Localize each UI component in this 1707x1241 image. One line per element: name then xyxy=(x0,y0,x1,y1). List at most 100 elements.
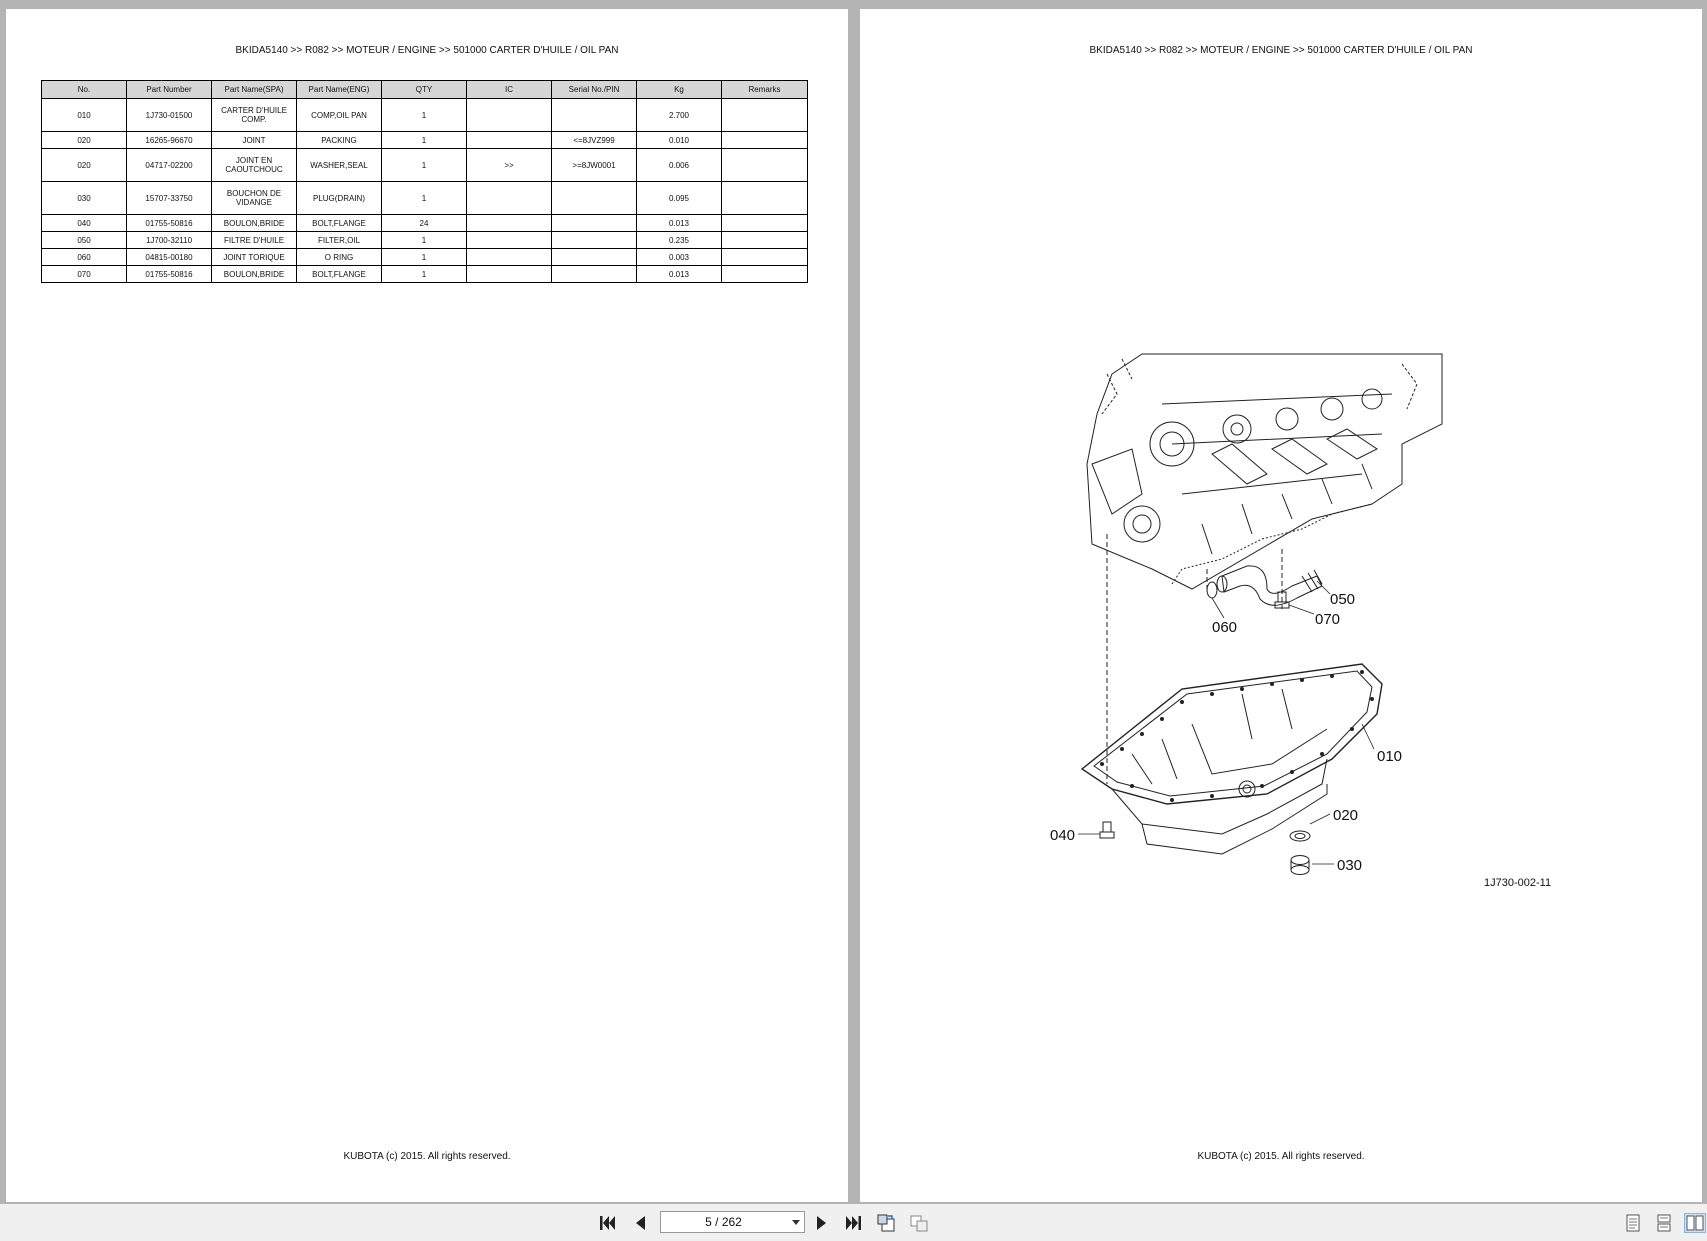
table-row: 020 04717-02200 JOINT EN CAOUTCHOUC WASH… xyxy=(41,148,808,182)
table-cell: BOULON,BRIDE xyxy=(211,265,297,283)
table-cell: 1 xyxy=(381,265,467,283)
drain-plug-part xyxy=(1290,855,1310,875)
table-cell xyxy=(721,248,808,266)
table-cell: PACKING xyxy=(296,131,382,149)
column-header: Remarks xyxy=(721,80,808,99)
callout-070: 070 xyxy=(1315,611,1340,628)
table-cell: 030 xyxy=(41,181,127,215)
bolt-040-part xyxy=(1099,821,1115,839)
table-cell: 01755-50816 xyxy=(126,214,212,232)
table-row: 040 01755-50816 BOULON,BRIDE BOLT,FLANGE… xyxy=(41,214,808,232)
copyright-footer: KUBOTA (c) 2015. All rights reserved. xyxy=(343,1151,511,1162)
table-cell: 020 xyxy=(41,131,127,149)
table-cell: 0.013 xyxy=(636,265,722,283)
table-cell xyxy=(551,265,637,283)
table-cell xyxy=(466,214,552,232)
column-header: Serial No./PIN xyxy=(551,80,637,99)
column-header: QTY xyxy=(381,80,467,99)
table-cell xyxy=(466,231,552,249)
figure-code: 1J730-002-11 xyxy=(1484,877,1551,889)
next-page-icon xyxy=(817,1216,826,1230)
table-cell: BOLT,FLANGE xyxy=(296,265,382,283)
last-page-button[interactable] xyxy=(842,1213,864,1233)
compare-icon xyxy=(910,1215,928,1232)
table-cell: >> xyxy=(466,148,552,182)
table-row: 060 04815-00180 JOINT TORIQUE O RING 1 0… xyxy=(41,248,808,266)
table-cell: 1 xyxy=(381,131,467,149)
table-cell: 04717-02200 xyxy=(126,148,212,182)
table-cell: 1 xyxy=(381,181,467,215)
callout-060: 060 xyxy=(1212,619,1237,636)
table-cell: 2.700 xyxy=(636,98,722,132)
compare-button[interactable] xyxy=(908,1213,930,1233)
rotate-icon xyxy=(877,1214,895,1232)
table-cell: CARTER D'HUILE COMP. xyxy=(211,98,297,132)
table-cell: 0.013 xyxy=(636,214,722,232)
right-page: BKIDA5140 >> R082 >> MOTEUR / ENGINE >> … xyxy=(860,9,1702,1202)
table-cell xyxy=(721,181,808,215)
table-cell: 0.235 xyxy=(636,231,722,249)
oil-pan-part xyxy=(1080,663,1383,855)
table-cell: 1 xyxy=(381,231,467,249)
table-cell: JOINT xyxy=(211,131,297,149)
callout-030: 030 xyxy=(1337,857,1362,874)
table-cell: JOINT TORIQUE xyxy=(211,248,297,266)
two-page-view-button[interactable] xyxy=(1684,1213,1706,1233)
single-page-view-icon xyxy=(1626,1214,1640,1232)
first-page-icon xyxy=(600,1216,615,1230)
table-row: 070 01755-50816 BOULON,BRIDE BOLT,FLANGE… xyxy=(41,265,808,283)
table-row: 050 1J700-32110 FILTRE D'HUILE FILTER,OI… xyxy=(41,231,808,249)
prev-page-button[interactable] xyxy=(629,1213,651,1233)
table-cell: 0.010 xyxy=(636,131,722,149)
table-cell xyxy=(466,265,552,283)
table-cell: 15707-33750 xyxy=(126,181,212,215)
table-cell: O RING xyxy=(296,248,382,266)
table-cell xyxy=(466,98,552,132)
table-cell: BOULON,BRIDE xyxy=(211,214,297,232)
page-number-input[interactable]: 5 / 262 xyxy=(660,1211,805,1233)
table-cell xyxy=(466,131,552,149)
table-cell xyxy=(466,248,552,266)
table-cell xyxy=(721,214,808,232)
table-cell: 020 xyxy=(41,148,127,182)
table-row: 030 15707-33750 BOUCHON DE VIDANGE PLUG(… xyxy=(41,181,808,215)
callout-040: 040 xyxy=(1050,827,1075,844)
chevron-down-icon[interactable] xyxy=(792,1220,800,1225)
table-cell: 040 xyxy=(41,214,127,232)
table-cell xyxy=(551,98,637,132)
column-header: IC xyxy=(466,80,552,99)
prev-page-icon xyxy=(636,1216,645,1230)
o-ring-part xyxy=(1206,581,1218,599)
column-header: No. xyxy=(41,80,127,99)
table-cell: 010 xyxy=(41,98,127,132)
rotate-button[interactable] xyxy=(875,1213,897,1233)
table-cell: 0.003 xyxy=(636,248,722,266)
oil-strainer-part xyxy=(1216,565,1323,606)
next-page-button[interactable] xyxy=(811,1213,833,1233)
table-cell: 060 xyxy=(41,248,127,266)
column-header: Kg xyxy=(636,80,722,99)
table-cell xyxy=(466,181,552,215)
column-header: Part Name(SPA) xyxy=(211,80,297,99)
table-cell: 0.095 xyxy=(636,181,722,215)
table-row: 010 1J730-01500 CARTER D'HUILE COMP. COM… xyxy=(41,98,808,132)
table-cell: JOINT EN CAOUTCHOUC xyxy=(211,148,297,182)
table-cell: >=8JW0001 xyxy=(551,148,637,182)
table-cell: 050 xyxy=(41,231,127,249)
breadcrumb: BKIDA5140 >> R082 >> MOTEUR / ENGINE >> … xyxy=(1089,45,1473,56)
callout-010: 010 xyxy=(1377,748,1402,765)
table-cell xyxy=(551,248,637,266)
flange-bolt-holes xyxy=(1100,670,1374,802)
table-cell: 1 xyxy=(381,148,467,182)
left-page: BKIDA5140 >> R082 >> MOTEUR / ENGINE >> … xyxy=(6,9,848,1202)
single-page-view-button[interactable] xyxy=(1622,1213,1644,1233)
first-page-button[interactable] xyxy=(597,1213,619,1233)
drain-washer-part xyxy=(1289,830,1311,842)
parts-table: No. Part Number Part Name(SPA) Part Name… xyxy=(41,80,808,283)
table-cell: 1J700-32110 xyxy=(126,231,212,249)
table-cell: 070 xyxy=(41,265,127,283)
callout-050: 050 xyxy=(1330,591,1355,608)
callout-020: 020 xyxy=(1333,807,1358,824)
continuous-view-button[interactable] xyxy=(1653,1213,1675,1233)
table-cell: 04815-00180 xyxy=(126,248,212,266)
